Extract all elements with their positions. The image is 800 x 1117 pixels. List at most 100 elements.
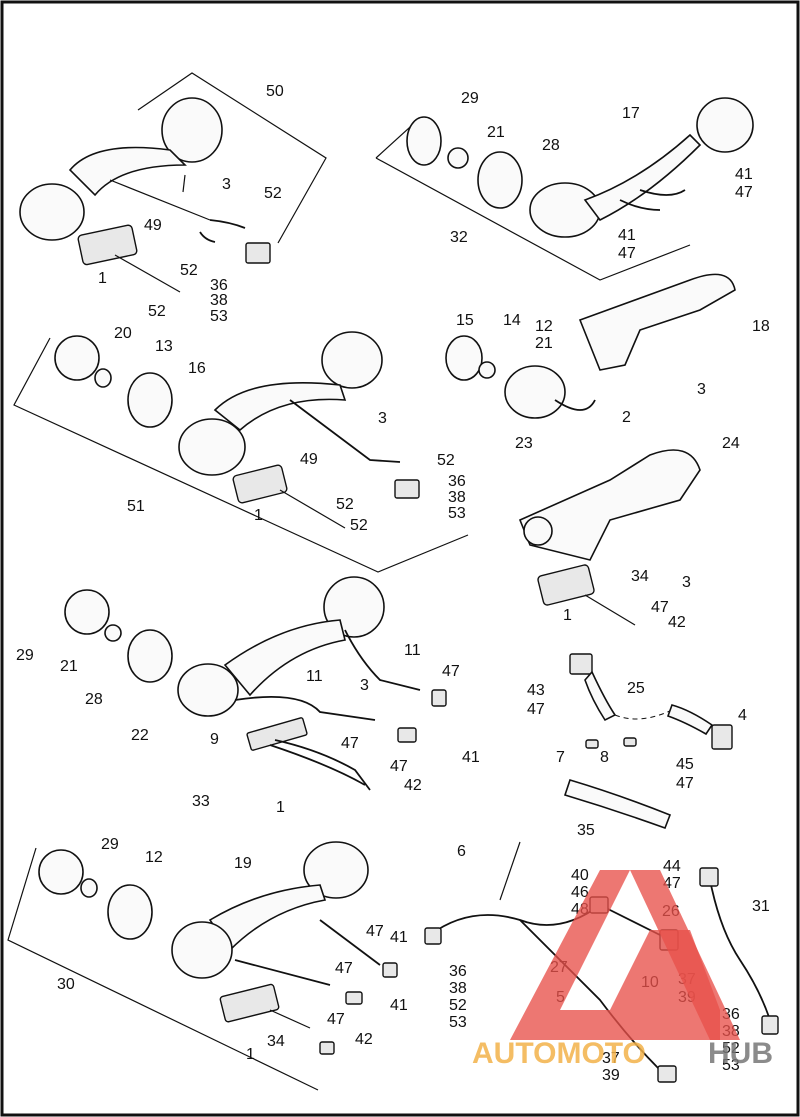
label-45: 45 xyxy=(676,756,694,773)
label-41b: 41 xyxy=(618,227,636,244)
label-18: 18 xyxy=(752,318,770,335)
label-52c: 52 xyxy=(148,303,166,320)
label-53b: 53 xyxy=(448,505,466,522)
label-42c: 42 xyxy=(355,1031,373,1048)
label-49b: 49 xyxy=(300,451,318,468)
label-31: 31 xyxy=(752,898,770,915)
label-37b: 37 xyxy=(602,1050,620,1067)
label-2: 2 xyxy=(622,409,631,426)
label-47g: 47 xyxy=(527,701,545,718)
label-47a: 47 xyxy=(735,184,753,201)
harness-25 xyxy=(563,653,733,830)
label-29a: 29 xyxy=(461,90,479,107)
label-36d: 36 xyxy=(449,963,467,980)
label-47i: 47 xyxy=(366,923,384,940)
label-1e: 1 xyxy=(246,1046,255,1063)
label-32: 32 xyxy=(450,229,468,246)
label-50: 50 xyxy=(266,83,284,100)
label-15: 15 xyxy=(456,312,474,329)
label-3b: 3 xyxy=(378,410,387,427)
label-42b: 42 xyxy=(404,777,422,794)
label-47f: 47 xyxy=(390,758,408,775)
label-1c: 1 xyxy=(563,607,572,624)
watermark-text-b: HUB xyxy=(708,1037,773,1070)
label-25: 25 xyxy=(627,680,645,697)
label-6: 6 xyxy=(457,843,466,860)
label-21a: 21 xyxy=(487,124,505,141)
label-7: 7 xyxy=(556,749,565,766)
label-4: 4 xyxy=(738,707,747,724)
label-22: 22 xyxy=(131,727,149,744)
label-3a: 3 xyxy=(222,176,231,193)
label-52e: 52 xyxy=(336,496,354,513)
label-53a: 53 xyxy=(210,308,228,325)
label-46: 46 xyxy=(571,884,589,901)
assembly-30 xyxy=(7,841,398,1091)
label-38b: 38 xyxy=(448,489,466,506)
label-12a: 12 xyxy=(535,318,553,335)
label-43: 43 xyxy=(527,682,545,699)
label-52g: 52 xyxy=(722,1040,740,1057)
label-40: 40 xyxy=(571,867,589,884)
label-38d: 38 xyxy=(449,980,467,997)
label-28a: 28 xyxy=(542,137,560,154)
label-29b: 29 xyxy=(16,647,34,664)
label-47c: 47 xyxy=(651,599,669,616)
label-1a: 1 xyxy=(98,270,107,287)
label-11a: 11 xyxy=(404,642,421,659)
label-52a: 52 xyxy=(264,185,282,202)
label-16: 16 xyxy=(188,360,206,377)
label-52d: 52 xyxy=(437,452,455,469)
label-1b: 1 xyxy=(254,507,263,524)
label-39b: 39 xyxy=(602,1067,620,1084)
label-47j: 47 xyxy=(335,960,353,977)
label-3c: 3 xyxy=(697,381,706,398)
assembly-22 xyxy=(64,576,447,791)
label-38a: 38 xyxy=(210,292,228,309)
label-20: 20 xyxy=(114,325,132,342)
assembly-50 xyxy=(19,72,327,293)
label-52h: 52 xyxy=(449,997,467,1014)
label-44: 44 xyxy=(663,858,681,875)
label-34a: 34 xyxy=(631,568,649,585)
label-47e: 47 xyxy=(341,735,359,752)
label-8: 8 xyxy=(600,749,609,766)
label-47h: 47 xyxy=(676,775,694,792)
label-53c: 53 xyxy=(722,1057,740,1074)
label-1d: 1 xyxy=(276,799,285,816)
label-3e: 3 xyxy=(360,677,369,694)
label-51: 51 xyxy=(127,498,145,515)
label-17: 17 xyxy=(622,105,640,122)
label-36b: 36 xyxy=(448,473,466,490)
watermark-text-a: AUTOMOTO xyxy=(472,1037,646,1070)
bracket-group-18 xyxy=(445,273,736,626)
label-41a: 41 xyxy=(735,166,753,183)
label-14: 14 xyxy=(503,312,521,329)
label-41c: 41 xyxy=(462,749,480,766)
label-24: 24 xyxy=(722,435,740,452)
label-11b: 11 xyxy=(306,668,323,685)
watermark-logo: AUTOMOTO HUB xyxy=(472,870,773,1070)
label-34b: 34 xyxy=(267,1033,285,1050)
assembly-32 xyxy=(375,97,754,281)
assembly-51 xyxy=(13,331,469,573)
label-47d: 47 xyxy=(442,663,460,680)
label-41e: 41 xyxy=(390,997,408,1014)
label-35: 35 xyxy=(577,822,595,839)
label-28b: 28 xyxy=(85,691,103,708)
label-49a: 49 xyxy=(144,217,162,234)
label-41d: 41 xyxy=(390,929,408,946)
label-29c: 29 xyxy=(101,836,119,853)
label-36a: 36 xyxy=(210,277,228,294)
label-21c: 21 xyxy=(60,658,78,675)
label-53d: 53 xyxy=(449,1014,467,1031)
label-13: 13 xyxy=(155,338,173,355)
label-23: 23 xyxy=(515,435,533,452)
label-47k: 47 xyxy=(327,1011,345,1028)
label-52f: 52 xyxy=(350,517,368,534)
label-33: 33 xyxy=(192,793,210,810)
label-19: 19 xyxy=(234,855,252,872)
label-30: 30 xyxy=(57,976,75,993)
